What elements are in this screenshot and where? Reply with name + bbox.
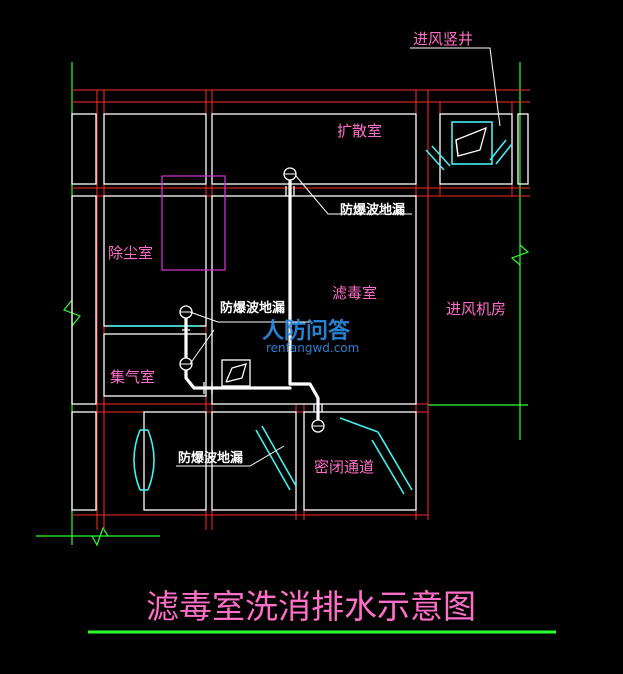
label-sealed-passage: 密闭通道: [314, 458, 374, 476]
label-blast-drain-2: 防爆波地漏: [220, 300, 285, 316]
floor-drains: [179, 167, 325, 433]
label-diffusion-room: 扩散室: [337, 122, 382, 140]
label-blast-drain-3: 防爆波地漏: [178, 450, 243, 466]
label-dust-room: 除尘室: [108, 244, 153, 262]
watermark-main: 人防问答: [262, 318, 351, 344]
label-air-shaft: 进风竖井: [413, 30, 473, 48]
dust-room-outline: [161, 175, 226, 271]
drain-pipes: [184, 176, 320, 424]
leader-lines: [176, 47, 501, 467]
pipe-fittings: [182, 186, 323, 412]
label-fan-room: 进风机房: [446, 300, 506, 318]
page-title: 滤毒室洗消排水示意图: [146, 587, 476, 626]
walls: [71, 113, 529, 511]
label-filter-room: 滤毒室: [332, 284, 377, 302]
label-blast-drain-1: 防爆波地漏: [340, 202, 405, 218]
filter-unit-icon: [221, 359, 251, 387]
air-shaft-vent-icon: [455, 126, 487, 157]
watermark-sub: renfangwd.com: [266, 341, 359, 355]
label-gas-collect-room: 集气室: [110, 368, 155, 386]
